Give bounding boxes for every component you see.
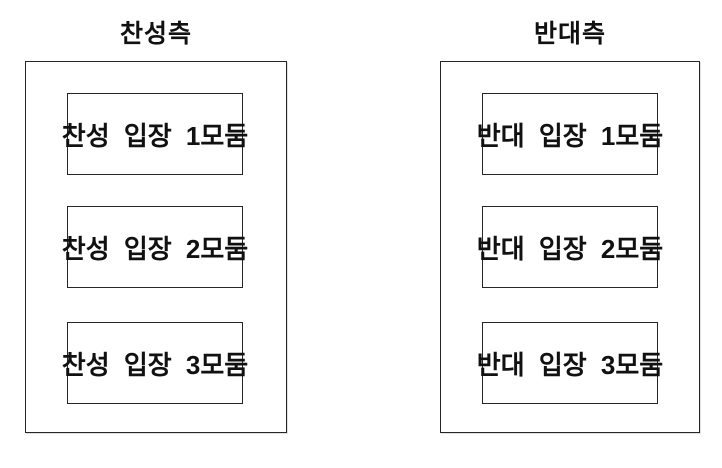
pro-side-title: 찬성측 — [119, 20, 192, 48]
con-group-1-box: 반대 입장 1모둠 — [477, 93, 663, 175]
pro-side-panel: 찬성 입장 1모둠 찬성 입장 2모둠 찬성 입장 3모둠 — [25, 61, 287, 433]
con-group-1-label: 반대 입장 1모둠 — [476, 120, 664, 151]
pro-group-3-box: 찬성 입장 3모둠 — [62, 322, 248, 404]
con-group-3-box: 반대 입장 3모둠 — [477, 322, 663, 404]
pro-group-2-label: 찬성 입장 2모둠 — [61, 233, 249, 264]
con-side-title: 반대측 — [533, 20, 606, 48]
con-group-3-label: 반대 입장 3모둠 — [476, 349, 664, 380]
pro-group-2-box: 찬성 입장 2모둠 — [62, 206, 248, 288]
pro-group-3-label: 찬성 입장 3모둠 — [61, 349, 249, 380]
con-group-2-label: 반대 입장 2모둠 — [476, 233, 664, 264]
con-group-2-box: 반대 입장 2모둠 — [477, 206, 663, 288]
pro-group-1-label: 찬성 입장 1모둠 — [61, 120, 249, 151]
pro-group-1-box: 찬성 입장 1모둠 — [62, 93, 248, 175]
con-side-panel: 반대 입장 1모둠 반대 입장 2모둠 반대 입장 3모둠 — [440, 61, 700, 433]
